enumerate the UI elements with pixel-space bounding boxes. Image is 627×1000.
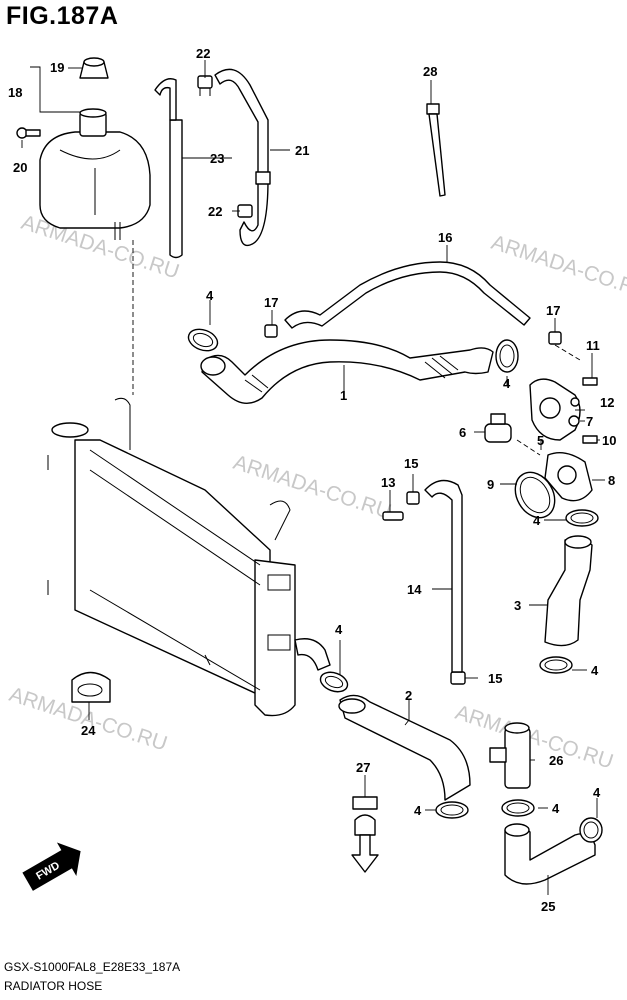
reservoir-cap-part[interactable] — [79, 57, 109, 79]
watermark-3: ARMADA-CO.RU — [230, 451, 394, 524]
callout-22a[interactable]: 22 — [196, 46, 210, 61]
callout-5[interactable]: 5 — [537, 433, 544, 448]
radiator-part[interactable] — [47, 397, 296, 717]
callout-7[interactable]: 7 — [586, 414, 593, 429]
callout-24[interactable]: 24 — [81, 723, 96, 738]
callout-4g[interactable]: 4 — [552, 801, 560, 816]
callout-21[interactable]: 21 — [295, 143, 309, 158]
clamp-17b-part[interactable] — [548, 331, 562, 345]
figure-title: FIG.187A — [6, 2, 119, 30]
callout-18[interactable]: 18 — [8, 85, 22, 100]
clamp-15a-part[interactable] — [406, 491, 420, 505]
callout-28[interactable]: 28 — [423, 64, 437, 79]
washer-12-part[interactable] — [570, 397, 580, 407]
callout-27[interactable]: 27 — [356, 760, 370, 775]
bolt-10-part[interactable] — [582, 435, 598, 444]
callout-17a[interactable]: 17 — [264, 295, 278, 310]
water-hose-2-part[interactable] — [338, 694, 471, 801]
watermark-5: ARMADA-CO.RU — [452, 701, 616, 774]
callout-12[interactable]: 12 — [600, 395, 614, 410]
water-joint-part[interactable] — [489, 722, 531, 789]
callout-16[interactable]: 16 — [438, 230, 452, 245]
reservoir-tank-part[interactable] — [39, 108, 151, 240]
callout-23[interactable]: 23 — [210, 151, 224, 166]
callout-14[interactable]: 14 — [407, 582, 422, 597]
clamp-15b-part[interactable] — [450, 671, 466, 685]
tank-bolt-part[interactable] — [16, 127, 41, 139]
watermark-2: ARMADA-CO.RU — [488, 231, 627, 304]
vertical-hose-14-part[interactable] — [424, 479, 463, 673]
fwd-arrow-icon: FWD — [22, 842, 81, 891]
callout-8[interactable]: 8 — [608, 473, 615, 488]
thermostat-housing-part[interactable] — [529, 378, 581, 441]
o-ring-part[interactable] — [507, 465, 562, 525]
callout-3[interactable]: 3 — [514, 598, 521, 613]
footer-model-code: GSX-S1000FAL8_E28E33_187A — [4, 960, 181, 974]
callout-9[interactable]: 9 — [487, 477, 494, 492]
clamp-4a-part[interactable] — [185, 325, 220, 354]
thermostat-part[interactable] — [484, 413, 512, 443]
bolt-7-part[interactable] — [568, 415, 580, 427]
radiator-outlet-stub-part[interactable] — [294, 638, 331, 671]
callout-4f[interactable]: 4 — [414, 803, 422, 818]
callout-26[interactable]: 26 — [549, 753, 563, 768]
callout-20[interactable]: 20 — [13, 160, 27, 175]
callout-11[interactable]: 11 — [586, 338, 600, 353]
callouts: 1 2 3 4 4 4 4 4 4 4 4 5 6 7 8 9 10 11 12… — [8, 46, 616, 914]
callout-15a[interactable]: 15 — [404, 456, 418, 471]
radiator-inlet-hose-part[interactable] — [200, 339, 494, 404]
drain-fitting-part[interactable] — [351, 796, 379, 873]
callout-25[interactable]: 25 — [541, 899, 555, 914]
footer-group-name: RADIATOR HOSE — [4, 979, 103, 993]
bolt-11-part[interactable] — [582, 377, 598, 386]
clamp-17a-part[interactable] — [264, 324, 278, 338]
callout-4c[interactable]: 4 — [533, 513, 541, 528]
callout-4d[interactable]: 4 — [591, 663, 599, 678]
overflow-hose-part[interactable] — [154, 78, 183, 259]
leader-lines — [21, 60, 605, 895]
clamp-4f-part[interactable] — [435, 801, 469, 819]
bolt-13-part[interactable] — [382, 511, 404, 521]
callout-17b[interactable]: 17 — [546, 303, 560, 318]
assembly-lines — [132, 240, 581, 456]
callout-15b[interactable]: 15 — [488, 671, 502, 686]
clamp-4g-part[interactable] — [501, 799, 535, 817]
bypass-hose-part[interactable] — [284, 261, 531, 329]
clamp-4d-part[interactable] — [539, 656, 573, 674]
thermostat-cover-part[interactable] — [544, 452, 593, 502]
callout-2[interactable]: 2 — [405, 688, 412, 703]
clamp-4h-part[interactable] — [579, 817, 603, 843]
callout-22b[interactable]: 22 — [208, 204, 222, 219]
clamp-4e-part[interactable] — [318, 669, 350, 695]
breather-hose-part[interactable] — [214, 68, 271, 247]
callout-10[interactable]: 10 — [602, 433, 616, 448]
water-hose-3-part[interactable] — [544, 535, 593, 647]
hose-clamp-24-part[interactable] — [71, 671, 111, 703]
callout-4b[interactable]: 4 — [503, 376, 511, 391]
hose-clamp-22a-part[interactable] — [197, 75, 213, 96]
callout-1[interactable]: 1 — [340, 388, 347, 403]
callout-19[interactable]: 19 — [50, 60, 64, 75]
clamp-4b-part[interactable] — [495, 339, 519, 373]
callout-6[interactable]: 6 — [459, 425, 466, 440]
hose-clamp-22b-part[interactable] — [237, 204, 253, 218]
clamp-4c-part[interactable] — [565, 509, 599, 527]
cable-tie-part[interactable] — [426, 103, 446, 197]
callout-4h[interactable]: 4 — [593, 785, 601, 800]
callout-13[interactable]: 13 — [381, 475, 395, 490]
callout-4e[interactable]: 4 — [335, 622, 343, 637]
callout-4a[interactable]: 4 — [206, 288, 214, 303]
